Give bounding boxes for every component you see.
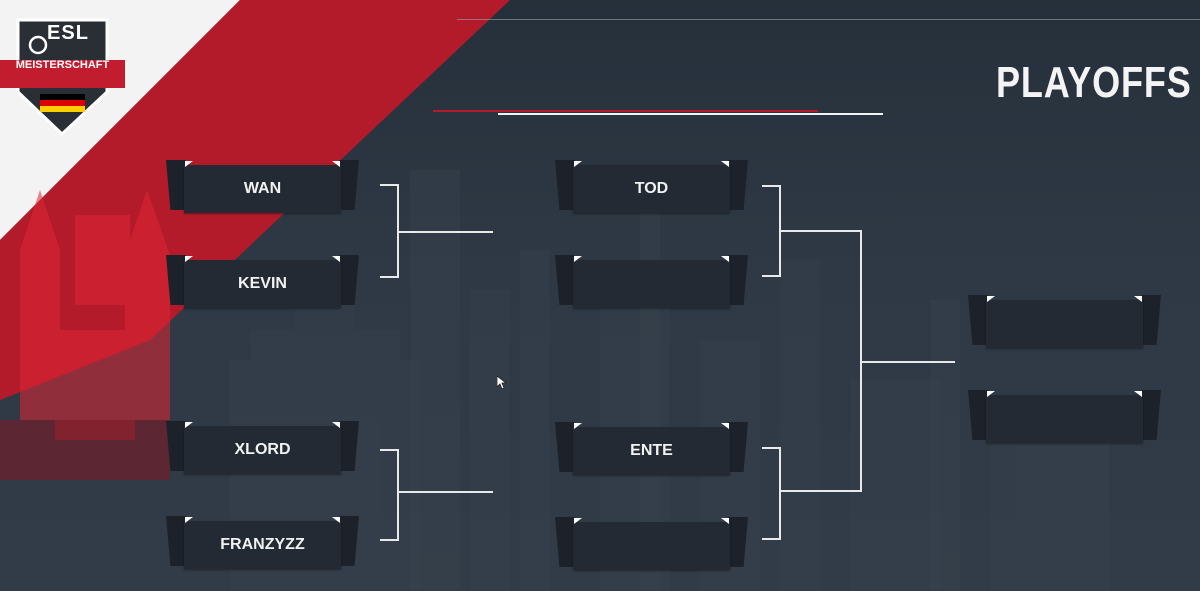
quarterfinal-slot-3[interactable]: XLORD: [166, 421, 359, 475]
bracket-connector: [762, 185, 780, 187]
bracket-connector: [779, 230, 861, 232]
player-name: [986, 300, 1143, 348]
bracket-connector: [860, 361, 955, 363]
logo-esl-text: ESL: [47, 22, 89, 44]
logo-meisterschaft-text: MEISTERSCHAFT: [15, 59, 110, 71]
player-name: [573, 522, 730, 570]
header-divider-line: [457, 19, 1200, 20]
player-name: TOD: [634, 180, 669, 197]
bracket-connector: [779, 447, 781, 540]
bracket-connector: [380, 276, 398, 278]
quarterfinal-slot-4[interactable]: FRANZYZZ: [166, 516, 359, 570]
player-name: [986, 395, 1143, 443]
page-title: PLAYOFFS: [996, 58, 1192, 107]
final-slot-2[interactable]: [968, 390, 1161, 444]
semifinal-slot-1[interactable]: TOD: [555, 160, 748, 214]
bracket-connector: [762, 447, 780, 449]
semifinal-slot-2[interactable]: [555, 255, 748, 309]
mouse-cursor-icon: [497, 376, 507, 390]
bracket-connector: [779, 490, 861, 492]
bracket-connector: [397, 491, 493, 493]
red-accent-line: [433, 110, 818, 112]
bracket-connector: [762, 275, 780, 277]
bracket-connector: [380, 539, 398, 541]
bracket-connector: [762, 538, 780, 540]
player-name: ENTE: [630, 442, 673, 459]
bracket-connector: [380, 184, 398, 186]
semifinal-slot-4[interactable]: [555, 517, 748, 571]
player-name: [573, 260, 730, 308]
quarterfinal-slot-2[interactable]: KEVIN: [166, 255, 359, 309]
bracket-connector: [397, 449, 399, 541]
bracket-connector: [380, 449, 398, 451]
player-name: FRANZYZZ: [220, 536, 305, 553]
final-slot-1[interactable]: [968, 295, 1161, 349]
white-accent-line: [498, 113, 883, 115]
quarterfinal-slot-1[interactable]: WAN: [166, 160, 359, 214]
esl-meisterschaft-logo: [0, 18, 125, 137]
player-name: WAN: [243, 180, 282, 197]
bracket-connector: [397, 231, 493, 233]
semifinal-slot-3[interactable]: ENTE: [555, 422, 748, 476]
player-name: XLORD: [234, 441, 291, 458]
player-name: KEVIN: [238, 275, 287, 292]
